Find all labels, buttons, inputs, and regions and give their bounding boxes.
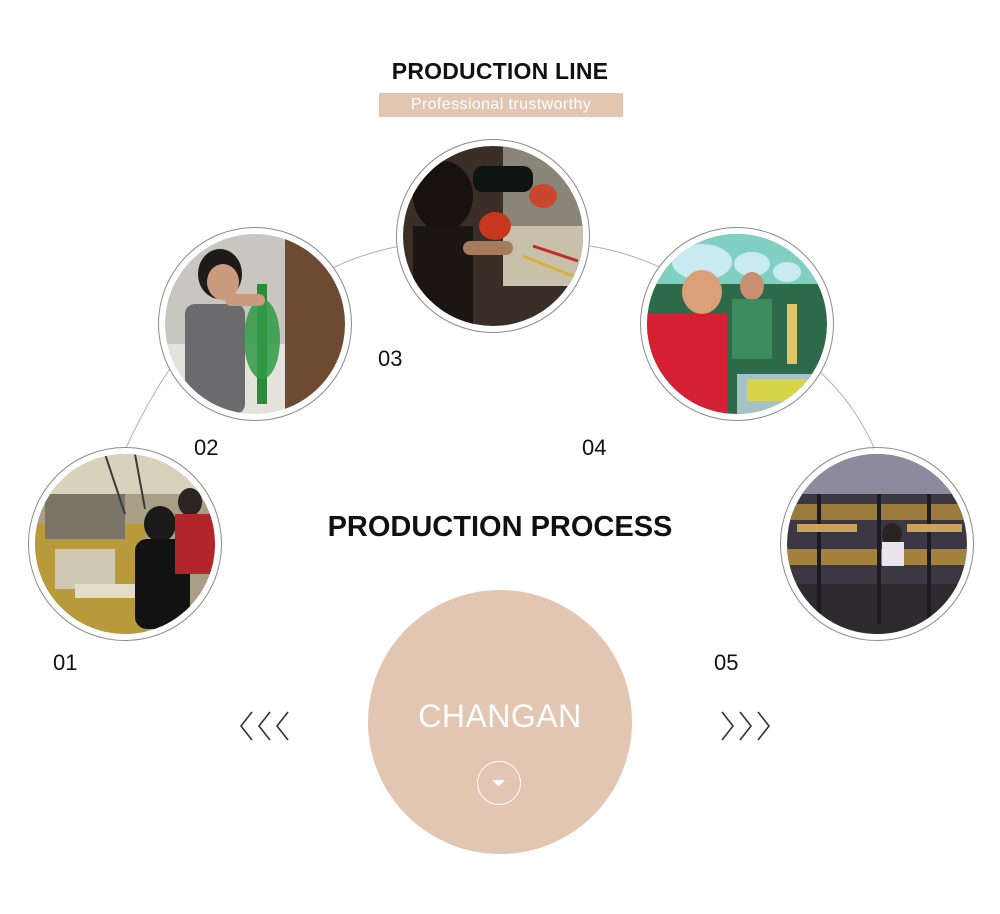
section-title: PRODUCTION PROCESS [327,511,673,543]
page-subtitle: Professional trustworthy [379,93,623,117]
step-photo-05 [780,447,974,641]
brand-circle: CHANGAN [368,590,632,854]
chevron-down-icon [492,780,505,787]
step-photo-04 [640,227,834,421]
step-photo-01 [28,447,222,641]
workshop-photo-05 [787,454,967,634]
step-number-05: 05 [714,650,739,675]
workshop-photo-03 [403,146,583,326]
next-arrow-button[interactable] [718,708,774,744]
scroll-down-button[interactable] [477,761,521,805]
step-number-03: 03 [378,346,403,371]
page-title: PRODUCTION LINE [391,58,609,84]
step-number-04: 04 [582,435,607,460]
workshop-photo-01 [35,454,215,634]
brand-name: CHANGAN [418,698,582,734]
triple-chevron-left-icon [239,711,289,741]
step-photo-02 [158,227,352,421]
triple-chevron-right-icon [721,711,771,741]
prev-arrow-button[interactable] [238,708,294,744]
workshop-photo-04 [647,234,827,414]
step-photo-03 [396,139,590,333]
workshop-photo-02 [165,234,345,414]
step-number-01: 01 [53,650,78,675]
step-number-02: 02 [194,435,219,460]
